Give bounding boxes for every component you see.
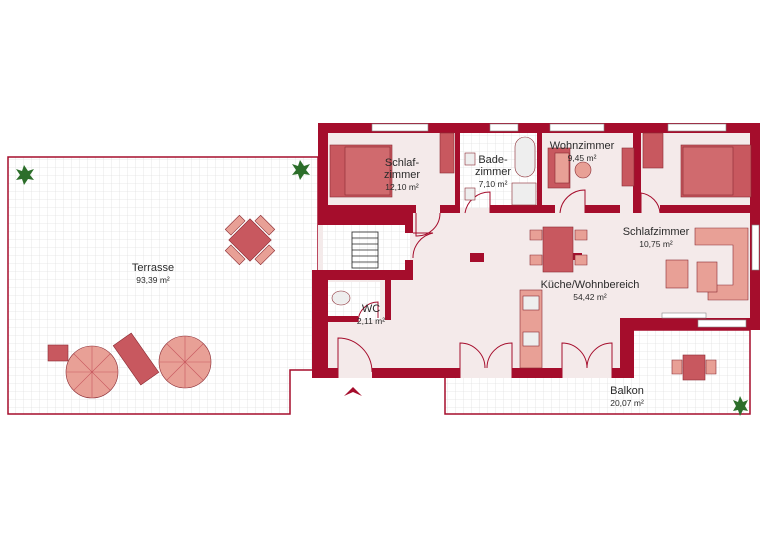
room-name: zimmer: [383, 169, 421, 181]
doors: [337, 189, 661, 378]
room-area: 2,11 m²: [356, 316, 386, 326]
furniture: [47, 132, 752, 399]
stairs: [351, 231, 379, 269]
plant-icon: [16, 160, 748, 416]
room-name: WC: [361, 303, 381, 315]
room-name: Terrasse: [131, 262, 175, 274]
walls: [312, 123, 760, 378]
room-area: 7,10 m²: [478, 179, 508, 189]
room-name: Bade-: [478, 154, 508, 166]
room-area: 20,07 m²: [610, 398, 644, 408]
building-floor: [318, 123, 760, 378]
room-name: Küche/Wohnbereich: [540, 279, 640, 291]
room-area: 93,39 m²: [136, 275, 170, 285]
room-area: 9,45 m²: [567, 153, 597, 163]
entrance-arrow-icon: [344, 387, 362, 396]
room-area: 10,75 m²: [639, 239, 673, 249]
room-name: Balkon: [610, 385, 644, 397]
room-area: 12,10 m²: [385, 182, 419, 192]
room-name: Wohnzimmer: [549, 140, 615, 152]
room-name: Schlaf-: [384, 157, 420, 169]
windows: [371, 123, 760, 328]
room-area: 54,42 m²: [573, 292, 607, 302]
room-name: Schlafzimmer: [622, 226, 690, 238]
room-name: zimmer: [474, 166, 512, 178]
